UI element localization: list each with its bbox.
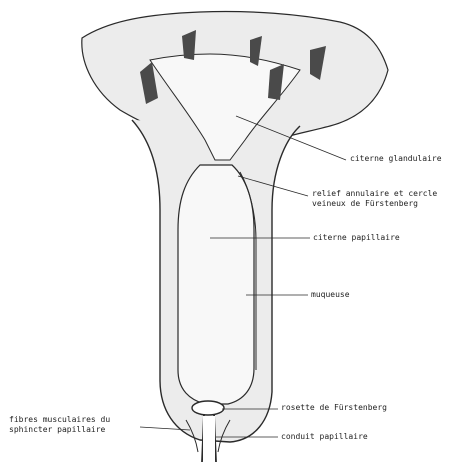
label-relief-line1: relief annulaire et cercle — [312, 189, 437, 199]
rosette-ring — [192, 401, 224, 415]
teat-cistern — [178, 165, 254, 404]
label-citerne-papillaire: citerne papillaire — [313, 233, 400, 243]
label-relief-line2: veineux de Fürstenberg — [312, 199, 418, 209]
label-conduit: conduit papillaire — [281, 432, 368, 442]
label-fibres-line1: fibres musculaires du — [9, 415, 110, 425]
label-fibres-line2: sphincter papillaire — [9, 425, 105, 435]
label-muqueuse: muqueuse — [311, 290, 350, 300]
label-citerne-glandulaire: citerne glandulaire — [350, 154, 442, 164]
label-rosette: rosette de Fürstenberg — [281, 403, 387, 413]
teat-canal-fill — [203, 416, 215, 460]
